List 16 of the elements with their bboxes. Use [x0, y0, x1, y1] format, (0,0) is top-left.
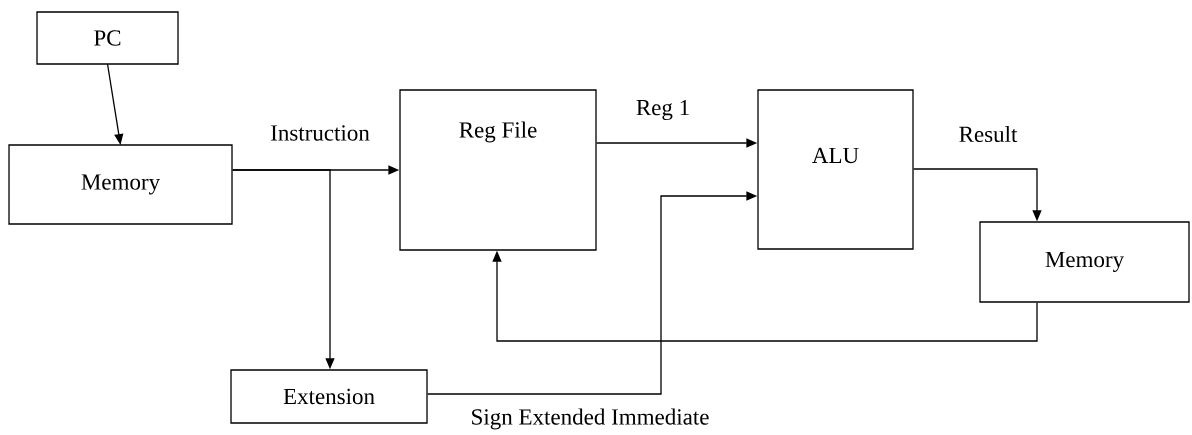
block-label: Extension [283, 388, 375, 405]
edge-label: Reg 1 [636, 99, 689, 121]
edge-label: Sign Extended Immediate [472, 408, 709, 430]
block-box [399, 89, 597, 251]
block-label: Memory [81, 174, 161, 195]
edge-label: Result [959, 125, 1018, 143]
edge-label: Instruction [271, 125, 370, 141]
block-label: PC [94, 30, 121, 46]
block-label: ALU [812, 147, 859, 164]
block-box [230, 369, 428, 424]
block-box [979, 221, 1190, 303]
block-label: Reg File [459, 121, 537, 143]
block-box [36, 11, 179, 65]
block-box [8, 144, 233, 225]
block-box [757, 89, 914, 250]
block-label: Memory [1045, 251, 1124, 272]
